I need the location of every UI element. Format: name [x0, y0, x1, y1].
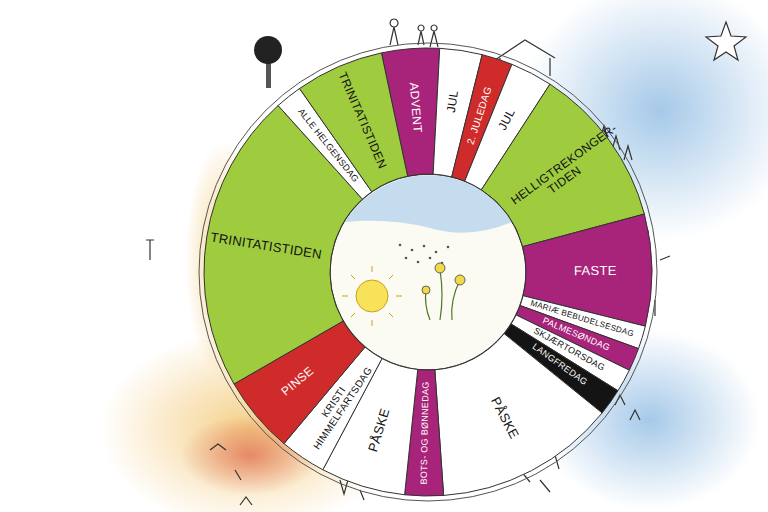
sector-label: HELLIGTREKONGER- TIDEN	[509, 132, 613, 218]
outer-ring	[199, 43, 657, 501]
sector-label: PÅSKE	[366, 406, 393, 453]
sector-fill	[523, 214, 652, 326]
sector-fill	[435, 334, 602, 496]
sector-label: TRINITATISTIDEN	[335, 70, 389, 171]
earth-wash	[100, 330, 400, 512]
sector-label: ALLE HELGENSDAG	[295, 107, 360, 185]
sky-wash	[520, 0, 768, 240]
sector-label: ADVENT	[407, 82, 424, 133]
sector-fill	[452, 55, 512, 181]
sector-fill	[405, 369, 444, 496]
sector-label: PALMESØNDAG	[541, 316, 611, 353]
star	[706, 22, 746, 60]
globe	[330, 150, 526, 370]
earth-wash	[185, 140, 265, 380]
sector-fill	[511, 315, 629, 391]
sector-fill	[381, 48, 439, 176]
fire-wash	[180, 415, 320, 495]
sector-fill	[204, 106, 362, 384]
sector-fill	[323, 359, 418, 495]
tree	[254, 36, 282, 88]
sector-label: PÅSKE	[487, 395, 520, 441]
sector-fill	[284, 347, 382, 470]
sector-label: 2. JULEDAG	[465, 85, 494, 146]
sector-label: MARIÆ BEBUDELSESDAG	[529, 299, 635, 339]
sector-label: JUL	[497, 107, 519, 133]
sector-fill	[465, 64, 550, 189]
sector-label: TRINITATISTIDEN	[210, 231, 321, 262]
sector-label: KRISTI HIMMELFARTSDAG	[296, 350, 380, 460]
sector-fill	[433, 48, 482, 177]
sky-wash	[540, 330, 760, 510]
sector-label: SKJÆRTORSDAG	[531, 326, 606, 373]
sector-label: BOTS- OG BØNNEDAG	[419, 381, 431, 484]
sector-fill	[300, 53, 408, 192]
sector-fill	[234, 321, 365, 444]
sector-label: LANGFREDAG	[530, 343, 589, 389]
sector-fill	[481, 84, 644, 246]
figures	[146, 19, 670, 505]
sector-fill	[278, 89, 372, 200]
sector-fill	[516, 306, 638, 371]
sector-label: JUL	[445, 90, 461, 114]
sector-label: FASTE	[574, 263, 617, 278]
sector-label: PINSE	[279, 364, 316, 398]
sector-fill	[520, 296, 645, 349]
sector-fill	[504, 324, 618, 413]
